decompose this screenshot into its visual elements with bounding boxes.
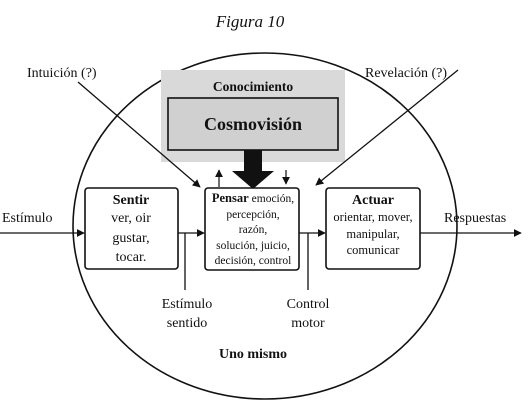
actuar-heading: Actuar [352, 193, 394, 208]
pensar-line-4: decisión, control [215, 255, 292, 267]
pensar-line-3: solución, juicio, [216, 240, 290, 252]
pensar-line-1: percepción, [226, 209, 279, 221]
conocimiento-label: Conocimiento [213, 79, 293, 94]
intuicion-label: Intuición (?) [27, 66, 97, 81]
cosmovision-to-pensar-block-arrow [232, 150, 274, 189]
pensar-first-line-rest: emoción, [252, 193, 295, 205]
actuar-line-1: orientar, mover, [333, 210, 412, 224]
sentir-line-3: tocar. [116, 250, 147, 265]
pensar-heading: Pensar [212, 191, 249, 205]
sentir-line-2: gustar, [112, 231, 149, 246]
pensar-box [204, 187, 300, 271]
actuar-line-3: comunicar [347, 243, 401, 257]
revelacion-arrow [315, 69, 459, 186]
intuicion-arrow [77, 81, 201, 188]
control-motor-label-1: Control [287, 297, 330, 312]
actuar-line-2: manipular, [346, 227, 399, 241]
uno-mismo-label: Uno mismo [219, 347, 287, 362]
actuar-box [325, 187, 421, 270]
estimulo-sentido-label-2: sentido [167, 316, 207, 331]
estimulo-sentido-label-1: Estímulo [162, 297, 213, 312]
sentir-heading: Sentir [113, 193, 150, 208]
estimulo-label: Estímulo [2, 211, 53, 226]
sentir-line-1: ver, oir [111, 211, 151, 226]
revelacion-label: Revelación (?) [365, 66, 447, 81]
pensar-line-2: razón, [239, 224, 268, 236]
figure-title: Figura 10 [215, 12, 285, 31]
control-motor-label-2: motor [291, 316, 325, 331]
cosmovision-label: Cosmovisión [204, 114, 302, 134]
sentir-box [84, 187, 179, 270]
respuestas-label: Respuestas [444, 211, 506, 226]
